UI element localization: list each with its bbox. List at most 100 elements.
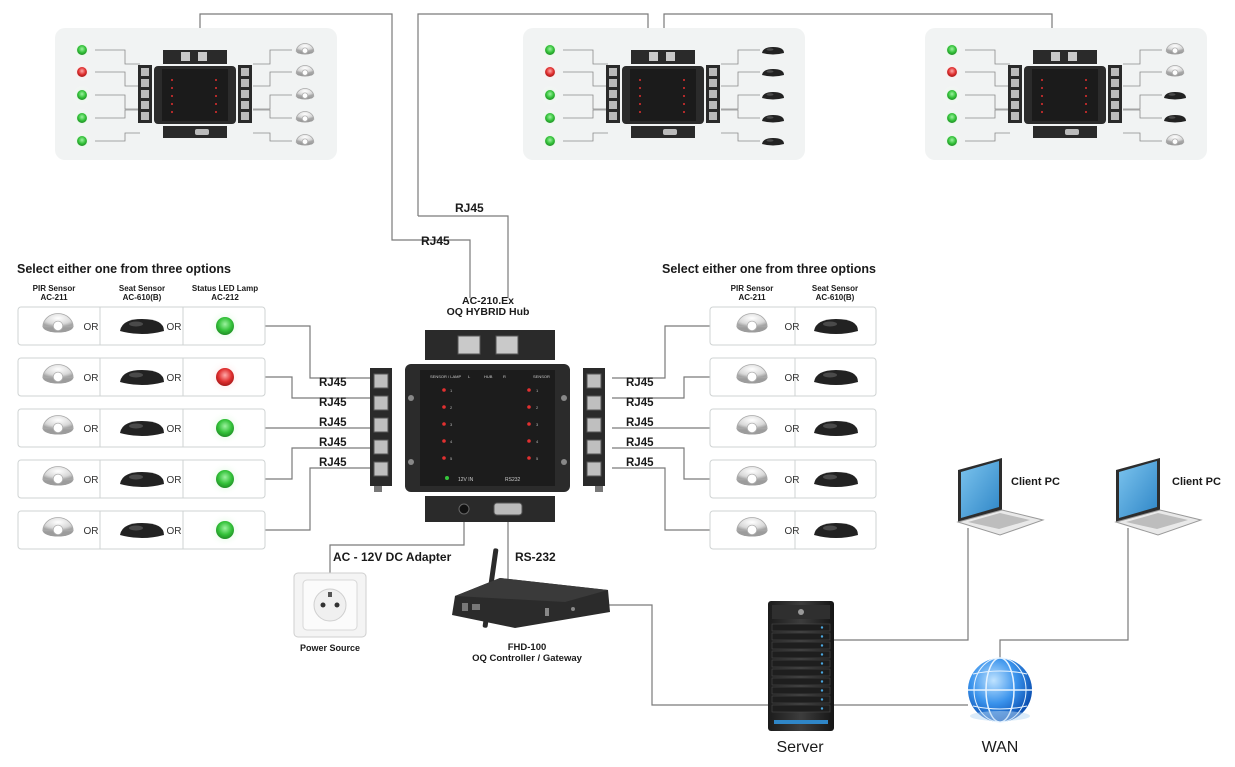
gateway-device-icon bbox=[452, 548, 610, 628]
or-label: OR bbox=[167, 526, 182, 537]
rj45-label-right-4: RJ45 bbox=[626, 437, 654, 449]
option-row: OR bbox=[709, 357, 877, 397]
port-number: 5 bbox=[450, 456, 453, 461]
option-row: OR OR bbox=[17, 408, 266, 448]
rj45-port-icon bbox=[586, 461, 602, 477]
green-led-icon bbox=[77, 113, 87, 123]
room-panel-content bbox=[540, 40, 784, 151]
led-label-2: AC-212 bbox=[211, 293, 239, 302]
adapter-label: AC - 12V DC Adapter bbox=[333, 550, 452, 564]
rj45-label-left-3: RJ45 bbox=[319, 417, 347, 429]
option-row: OR bbox=[709, 510, 877, 550]
green-led-icon bbox=[77, 136, 87, 146]
or-label: OR bbox=[167, 322, 182, 333]
green-led-icon bbox=[216, 317, 234, 335]
or-label: OR bbox=[84, 475, 99, 486]
seat-label-right-1: Seat Sensor bbox=[812, 284, 858, 293]
pir-label-left-1: PIR Sensor bbox=[33, 284, 76, 293]
green-led-icon bbox=[216, 521, 234, 539]
pir-label-left-2: AC-211 bbox=[40, 293, 68, 302]
rj45-label-top-2: RJ45 bbox=[421, 234, 450, 248]
port-led bbox=[442, 456, 446, 460]
rj45-label-right-3: RJ45 bbox=[626, 417, 654, 429]
wan-label: WAN bbox=[982, 739, 1019, 756]
rj45-port-icon bbox=[373, 395, 389, 411]
hub-header-left: SENSOR / LAMP bbox=[430, 374, 461, 379]
port-led bbox=[527, 439, 531, 443]
green-led-icon bbox=[947, 136, 957, 146]
seat-label-right-2: AC-610(B) bbox=[816, 293, 855, 302]
port-led bbox=[442, 405, 446, 409]
or-label: OR bbox=[84, 322, 99, 333]
green-led-icon bbox=[77, 45, 87, 55]
or-label: OR bbox=[167, 475, 182, 486]
green-led-icon bbox=[545, 45, 555, 55]
port-number: 2 bbox=[536, 405, 539, 410]
rj45-label-left-1: RJ45 bbox=[319, 377, 347, 389]
globe-icon bbox=[968, 657, 1032, 723]
laptop-icon bbox=[1114, 458, 1203, 536]
hub-power-led bbox=[445, 476, 449, 480]
or-label: OR bbox=[84, 526, 99, 537]
hub-header-r: R bbox=[503, 374, 506, 379]
or-label: OR bbox=[785, 424, 800, 435]
rj45-label-right-5: RJ45 bbox=[626, 457, 654, 469]
or-label: OR bbox=[167, 373, 182, 384]
red-led-icon bbox=[545, 67, 555, 77]
green-led-icon bbox=[947, 90, 957, 100]
hub-title-line2: OQ HYBRID Hub bbox=[447, 306, 530, 318]
hub-power-label: 12V IN bbox=[458, 477, 474, 483]
port-led bbox=[527, 388, 531, 392]
port-number: 3 bbox=[536, 422, 539, 427]
port-number: 1 bbox=[536, 388, 539, 393]
or-label: OR bbox=[167, 424, 182, 435]
select-title-right: Select either one from three options bbox=[662, 262, 876, 276]
port-led bbox=[442, 439, 446, 443]
port-led bbox=[527, 456, 531, 460]
green-led-icon bbox=[545, 90, 555, 100]
rj45-port-icon bbox=[586, 373, 602, 389]
rj45-label-right-1: RJ45 bbox=[626, 377, 654, 389]
hub-serial-label: RS232 bbox=[505, 477, 521, 483]
green-led-icon bbox=[545, 113, 555, 123]
pir-label-right-1: PIR Sensor bbox=[731, 284, 774, 293]
port-number: 4 bbox=[450, 439, 453, 444]
port-number: 4 bbox=[536, 439, 539, 444]
power-source-label: Power Source bbox=[300, 643, 360, 653]
or-label: OR bbox=[785, 373, 800, 384]
or-label: OR bbox=[84, 424, 99, 435]
rj45-port-icon bbox=[373, 373, 389, 389]
rj45-port-icon bbox=[373, 417, 389, 433]
laptop-icon bbox=[956, 458, 1045, 536]
rj45-label-right-2: RJ45 bbox=[626, 397, 654, 409]
red-led-icon bbox=[77, 67, 87, 77]
rj45-port-icon bbox=[373, 439, 389, 455]
green-led-icon bbox=[77, 90, 87, 100]
port-led bbox=[442, 388, 446, 392]
green-led-icon bbox=[216, 470, 234, 488]
room-panel-content bbox=[72, 40, 315, 151]
green-led-icon bbox=[947, 45, 957, 55]
rj45-label-left-5: RJ45 bbox=[319, 457, 347, 469]
or-label: OR bbox=[785, 475, 800, 486]
power-socket-icon bbox=[293, 572, 367, 638]
port-number: 5 bbox=[536, 456, 539, 461]
room-panel-content bbox=[942, 40, 1186, 151]
rs232-label: RS-232 bbox=[515, 550, 556, 564]
option-row: OR bbox=[709, 459, 877, 499]
port-led bbox=[442, 422, 446, 426]
rj45-label-left-2: RJ45 bbox=[319, 397, 347, 409]
gateway-label-line2: OQ Controller / Gateway bbox=[472, 653, 583, 664]
hub-header-hub: HUB bbox=[484, 374, 493, 379]
green-led-icon bbox=[216, 419, 234, 437]
rj45-port-icon bbox=[586, 417, 602, 433]
led-label-1: Status LED Lamp bbox=[192, 284, 258, 293]
port-number: 1 bbox=[450, 388, 453, 393]
port-number: 3 bbox=[450, 422, 453, 427]
green-led-icon bbox=[947, 113, 957, 123]
option-row: OR bbox=[709, 408, 877, 448]
